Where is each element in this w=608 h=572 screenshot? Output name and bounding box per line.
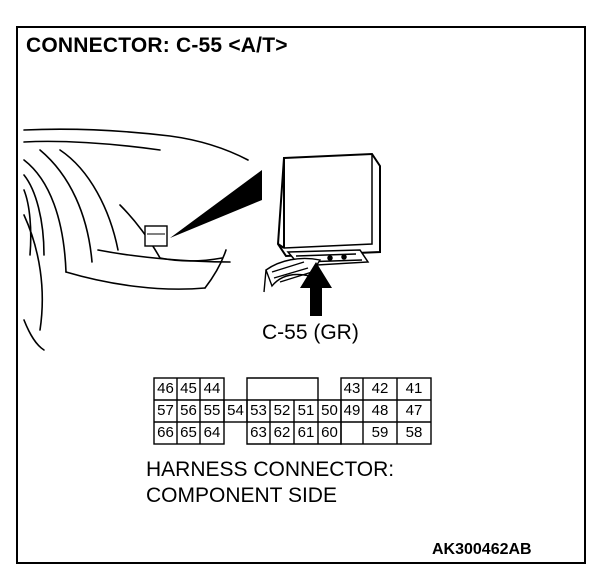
pin-label: 50 bbox=[321, 402, 338, 419]
figure-code: AK300462AB bbox=[432, 541, 532, 558]
pin-label: 51 bbox=[297, 402, 315, 419]
pin-label: 58 bbox=[405, 424, 423, 441]
control-unit bbox=[276, 152, 381, 258]
pin-label: 62 bbox=[273, 424, 291, 441]
pointer-wedge bbox=[170, 170, 262, 238]
pin-label: 59 bbox=[371, 424, 389, 441]
connector-location-marker bbox=[144, 225, 168, 247]
pin-label: 47 bbox=[405, 402, 423, 419]
pin-label: 44 bbox=[203, 380, 221, 397]
connector-label: C-55 (GR) bbox=[262, 321, 359, 344]
up-arrow-icon bbox=[300, 262, 332, 316]
pin-label: 41 bbox=[405, 380, 423, 397]
pin-label: 61 bbox=[297, 424, 315, 441]
pin-label: 53 bbox=[250, 402, 267, 419]
caption: HARNESS CONNECTOR: COMPONENT SIDE bbox=[146, 457, 394, 509]
pin-label: 54 bbox=[227, 402, 244, 419]
pin-label: 66 bbox=[157, 424, 174, 441]
wire-harness bbox=[263, 257, 322, 293]
pin-label: 57 bbox=[157, 402, 174, 419]
pin-label: 64 bbox=[203, 424, 221, 441]
pin-label: 60 bbox=[321, 424, 338, 441]
pin-label: 48 bbox=[371, 402, 389, 419]
unit-connector bbox=[286, 249, 370, 267]
dashboard-lines bbox=[23, 128, 249, 351]
pin-label: 65 bbox=[180, 424, 197, 441]
pin-grid bbox=[153, 377, 432, 445]
pin-label: 42 bbox=[371, 380, 389, 397]
caption-line-2: COMPONENT SIDE bbox=[146, 484, 337, 507]
pin-label: 55 bbox=[203, 402, 221, 419]
pin-label: 52 bbox=[273, 402, 291, 419]
pin-label: 49 bbox=[343, 402, 361, 419]
caption-line-1: HARNESS CONNECTOR: bbox=[146, 458, 395, 481]
diagram-frame bbox=[16, 26, 586, 564]
pin-label: 63 bbox=[250, 424, 267, 441]
pin-label: 56 bbox=[180, 402, 197, 419]
diagram-title: CONNECTOR: C-55 <A/T> bbox=[26, 34, 288, 57]
pin-label: 45 bbox=[180, 380, 197, 397]
pin-label: 46 bbox=[157, 380, 174, 397]
pin-label: 43 bbox=[343, 380, 361, 397]
